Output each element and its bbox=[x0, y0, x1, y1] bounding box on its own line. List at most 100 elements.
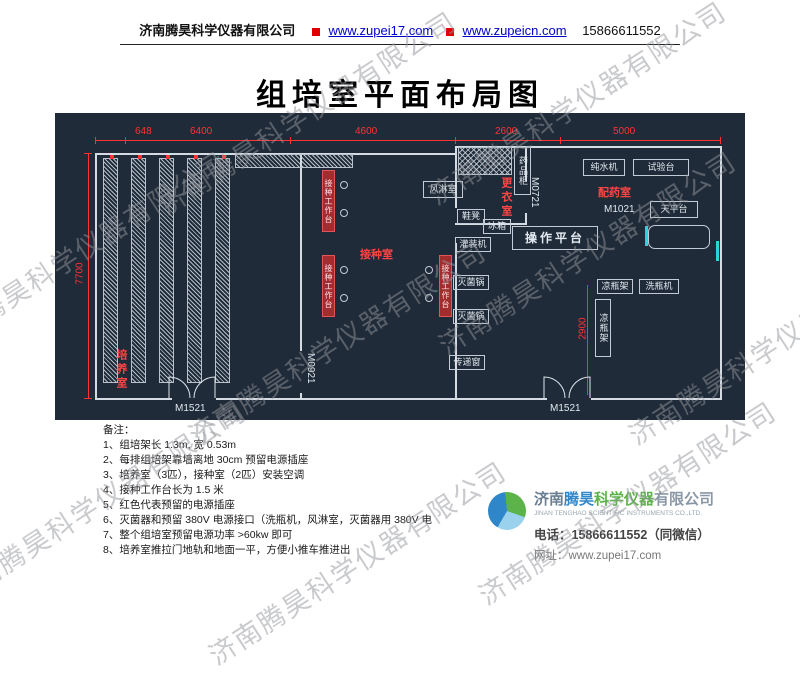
dimension-tick bbox=[84, 398, 92, 399]
note-item: 5、红色代表预留的电源插座 bbox=[103, 499, 235, 511]
dimension-tick bbox=[455, 137, 456, 144]
room-label-inoculation: 接种室 bbox=[360, 249, 393, 261]
note-item: 8、培养室推拉门地轨和地面一平，方便小推车推进出 bbox=[103, 544, 351, 556]
stool-icon bbox=[425, 294, 433, 302]
stool-icon bbox=[340, 181, 348, 189]
footer-company-part: 济南 bbox=[534, 491, 565, 508]
wall bbox=[300, 393, 302, 400]
door-label-m0921: M0921 bbox=[305, 353, 316, 384]
notes-block: 备注： 1、组培架长 1.3m, 宽 0.53m 2、每排组培架靠墙离地 30c… bbox=[103, 423, 432, 558]
note-item: 4、接种工作台长为 1.5 米 bbox=[103, 484, 224, 496]
power-outlet-marker bbox=[194, 155, 198, 159]
culture-rack bbox=[131, 158, 146, 383]
shoe-bench: 鞋凳 bbox=[457, 209, 485, 224]
room-label-changing: 更衣室 bbox=[500, 177, 512, 219]
wall bbox=[455, 148, 457, 208]
fridge: 冰箱 bbox=[483, 219, 511, 234]
test-bench: 试验台 bbox=[633, 159, 689, 176]
wall bbox=[720, 146, 722, 400]
dimension-648: 648 bbox=[135, 126, 152, 137]
footer-company-part: 腾昊 bbox=[564, 491, 595, 508]
door-label-m0721: M0721 bbox=[529, 177, 540, 208]
footer-website[interactable]: 网址：www.zupei17.com bbox=[534, 550, 662, 562]
power-outlet-marker bbox=[166, 155, 170, 159]
wall bbox=[455, 223, 527, 225]
notes-heading: 备注： bbox=[103, 424, 135, 436]
dimension-4600: 4600 bbox=[355, 126, 378, 137]
bottle-washer: 洗瓶机 bbox=[639, 279, 679, 294]
dimension-tick bbox=[290, 137, 291, 144]
wall bbox=[525, 148, 527, 181]
bottle-rack-h: 凉瓶架 bbox=[597, 279, 633, 294]
balance-table: 天平台 bbox=[650, 201, 698, 218]
footer-company-name-en: JINAN TENGHAO SCIENTIFIC INSTRUMENTS CO.… bbox=[534, 510, 703, 517]
culture-rack bbox=[215, 158, 230, 383]
note-item: 3、培养室（3匹），接种室（2匹）安装空调 bbox=[103, 469, 305, 481]
door-label-m1521-left: M1521 bbox=[175, 403, 206, 414]
dimension-line bbox=[88, 153, 89, 398]
header-link-zupei17[interactable]: www.zupei17.com bbox=[328, 23, 434, 38]
note-item: 1、组培架长 1.3m, 宽 0.53m bbox=[103, 439, 237, 451]
sterilizer-1: 灭菌锅 bbox=[453, 275, 489, 290]
air-shower-box: 风淋室 bbox=[423, 181, 463, 198]
footer-company-block: 济南腾昊科学仪器有限公司 JINAN TENGHAO SCIENTIFIC IN… bbox=[488, 488, 714, 563]
medicine-cabinet: 药品柜 bbox=[514, 147, 531, 195]
door-label-m1521-right: M1521 bbox=[550, 403, 581, 414]
dimension-5000: 5000 bbox=[613, 126, 636, 137]
double-door-icon bbox=[543, 376, 591, 399]
header-divider bbox=[120, 44, 680, 45]
power-outlet-marker bbox=[222, 155, 226, 159]
operation-platform: 操作平台 bbox=[512, 226, 598, 250]
sink-unit bbox=[648, 225, 710, 249]
red-bullet-icon bbox=[311, 27, 320, 36]
footer-phone: 电话：15866611552（同微信） bbox=[534, 528, 710, 542]
dimension-tick bbox=[720, 137, 721, 144]
filling-machine: 灌装机 bbox=[455, 237, 491, 252]
stool-icon bbox=[340, 294, 348, 302]
culture-rack bbox=[187, 158, 202, 383]
wall bbox=[591, 398, 722, 400]
wall bbox=[95, 398, 172, 400]
water-purifier: 纯水机 bbox=[583, 159, 625, 176]
note-item: 7、整个组培室预留电源功率 >60kw 即可 bbox=[103, 529, 293, 541]
dimension-2900: 2900 bbox=[577, 317, 589, 340]
dimension-tick bbox=[125, 137, 126, 144]
dimension-6400: 6400 bbox=[190, 126, 213, 137]
air-shower-grid bbox=[458, 147, 512, 175]
dimension-tick bbox=[95, 137, 96, 144]
door-label-m1021: M1021 bbox=[604, 204, 635, 215]
dimension-line bbox=[95, 140, 720, 141]
footer-company-part: 科学仪器 bbox=[594, 491, 655, 508]
stool-icon bbox=[340, 266, 348, 274]
stool-icon bbox=[425, 266, 433, 274]
wall bbox=[455, 146, 722, 148]
wall bbox=[525, 213, 527, 225]
inoculation-workbench: 接种工作台 bbox=[322, 255, 335, 317]
header-company-name: 济南腾昊科学仪器有限公司 bbox=[139, 23, 296, 38]
inoculation-workbench: 接种工作台 bbox=[439, 255, 452, 317]
page-header: 济南腾昊科学仪器有限公司 www.zupei17.com www.zupeicn… bbox=[0, 20, 800, 39]
wall bbox=[455, 243, 457, 400]
footer-company-part: 有限公司 bbox=[654, 491, 715, 508]
cyan-door-marker bbox=[716, 241, 719, 261]
inoculation-workbench: 接种工作台 bbox=[322, 170, 335, 232]
red-bullet-icon bbox=[445, 27, 454, 36]
wall bbox=[300, 153, 302, 351]
page-title: 组培室平面布局图 bbox=[256, 79, 544, 112]
culture-rack-horizontal bbox=[235, 154, 353, 168]
bottle-rack-v: 凉瓶架 bbox=[595, 299, 611, 357]
header-phone: 15866611552 bbox=[582, 23, 661, 38]
dimension-tick bbox=[84, 153, 92, 154]
power-outlet-marker bbox=[138, 155, 142, 159]
note-item: 2、每排组培架靠墙离地 30cm 预留电源插座 bbox=[103, 454, 309, 466]
dimension-line bbox=[587, 285, 588, 395]
power-outlet-marker bbox=[110, 155, 114, 159]
header-link-zupeicn[interactable]: www.zupeicn.com bbox=[462, 23, 567, 38]
note-item: 6、灭菌器和预留 380V 电源接口（洗瓶机，风淋室，灭菌器用 380V 电 bbox=[103, 514, 433, 526]
wall bbox=[95, 153, 97, 400]
transfer-window: 传递窗 bbox=[449, 355, 485, 370]
footer-company-name: 济南腾昊科学仪器有限公司 bbox=[534, 488, 714, 509]
double-door-icon bbox=[168, 376, 216, 399]
floor-plan-canvas: 648 6400 4600 2600 5000 7700 2900 接种工作台 … bbox=[55, 113, 745, 420]
sterilizer-2: 灭菌锅 bbox=[453, 309, 489, 324]
